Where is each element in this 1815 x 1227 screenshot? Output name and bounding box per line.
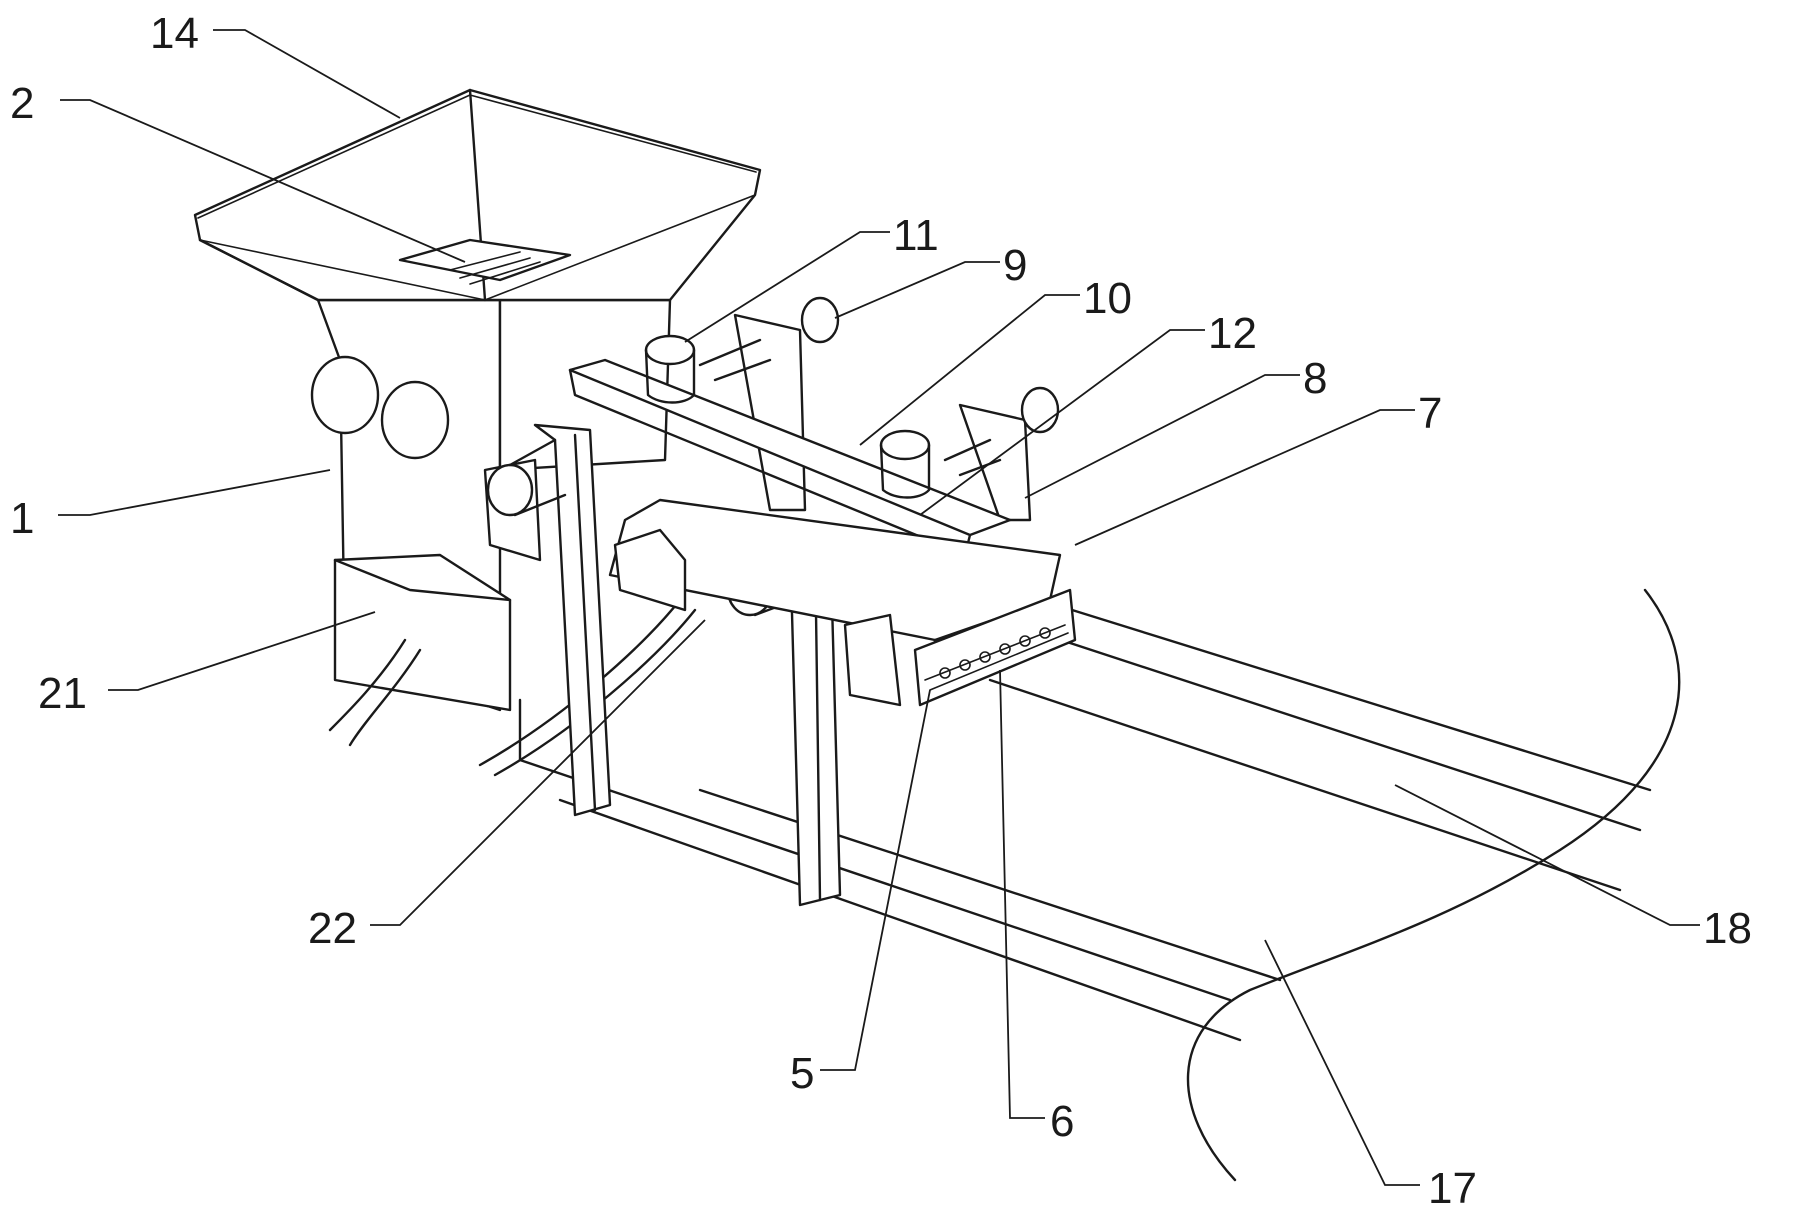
label-10: 10 bbox=[1083, 274, 1132, 323]
label-5: 5 bbox=[790, 1049, 814, 1098]
label-22: 22 bbox=[308, 904, 357, 953]
label-14: 14 bbox=[150, 9, 199, 58]
leader-lines bbox=[58, 29, 1700, 1186]
label-9: 9 bbox=[1003, 241, 1027, 290]
label-8: 8 bbox=[1303, 354, 1327, 403]
label-11: 11 bbox=[893, 211, 939, 260]
label-6: 6 bbox=[1050, 1097, 1074, 1146]
label-12: 12 bbox=[1208, 309, 1257, 358]
mold-pattern bbox=[939, 627, 1051, 679]
label-18: 18 bbox=[1703, 904, 1752, 953]
label-1: 1 bbox=[10, 494, 34, 543]
label-7: 7 bbox=[1418, 389, 1442, 438]
label-2: 2 bbox=[10, 79, 34, 128]
part-labels: 14 2 1 21 22 11 9 10 12 8 7 18 17 5 6 bbox=[10, 9, 1752, 1213]
label-17: 17 bbox=[1428, 1164, 1477, 1213]
press-frame bbox=[483, 296, 1077, 907]
conveyor-belt bbox=[518, 598, 1652, 1042]
main-housing bbox=[193, 88, 762, 712]
label-21: 21 bbox=[38, 669, 87, 718]
break-line bbox=[1186, 588, 1681, 1182]
